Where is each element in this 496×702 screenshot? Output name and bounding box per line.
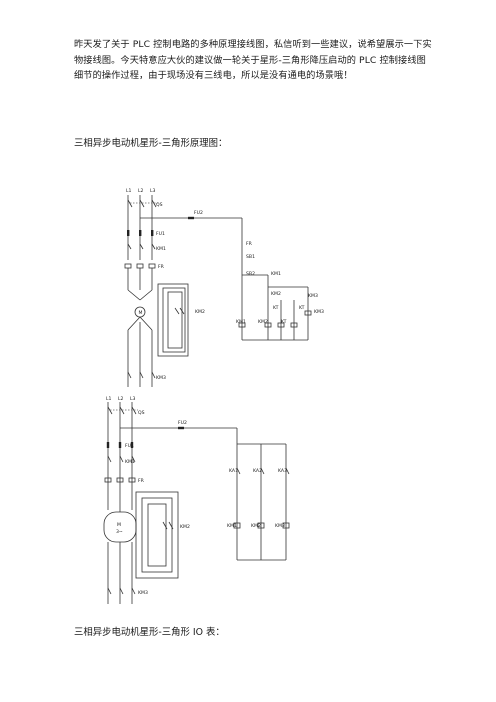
wiring-diagram-1: L1 L2 L3 QS FU1 KM1 FR M [124, 188, 324, 387]
d2-motor: M 3~ [103, 511, 137, 604]
d1-label-km3-aux: KM3 [308, 293, 318, 299]
d1-label-km2: KM2 [195, 309, 205, 315]
d1-motor-label: M [139, 310, 143, 316]
d2-delta-loops [135, 491, 179, 579]
d1-label-km1-aux: KM1 [271, 271, 281, 277]
d1-label-kt: KT [273, 305, 279, 311]
d1-power-lines [124, 195, 158, 301]
d1-label-km3: KM3 [156, 375, 166, 381]
d1-label-km2-aux: KM2 [271, 291, 281, 297]
d1-phase-l3: L3 [150, 188, 156, 194]
d2-label-km3: KM3 [138, 590, 148, 596]
d2-power-lines [104, 402, 138, 512]
d2-label-km2: KM2 [180, 524, 190, 530]
d2-coil-km2: KM2 [251, 523, 261, 529]
schematic-heading: 三相异步电动机星形-三角形原理图： [74, 138, 228, 149]
d2-label-ka3: KA3 [278, 468, 287, 474]
d1-label-fu1: FU1 [156, 231, 165, 237]
d1-label-fr-ctrl: FR [246, 241, 253, 247]
d2-phase-l3: L3 [130, 396, 136, 402]
d2-label-ka2: KA2 [253, 468, 262, 474]
d1-coil-km1: KM1 [236, 319, 246, 325]
d1-label-kt2: KT [299, 305, 305, 311]
wiring-diagram-2: L1 L2 L3 QS FU1 KM1 FR M 3~ KM3 [103, 396, 290, 604]
d1-control-circuit [140, 216, 312, 341]
d1-coil-km3: KM3 [314, 309, 324, 315]
d2-coil-km3: KM3 [275, 523, 285, 529]
d1-phase-l1: L1 [126, 188, 132, 194]
d1-coil-kt: KT [281, 319, 287, 325]
d1-motor: M [127, 306, 156, 387]
d2-label-ka1: KA1 [229, 468, 238, 474]
d2-phase-l2: L2 [118, 396, 124, 402]
d2-label-qs: QS [138, 410, 145, 416]
d2-motor-sub: 3~ [116, 529, 123, 535]
d1-label-fu2: FU2 [194, 210, 203, 216]
d1-label-km1: KM1 [156, 246, 166, 252]
d2-label-fu1: FU1 [125, 443, 134, 449]
d1-coil-km2: KM2 [258, 319, 268, 325]
d2-label-km1: KM1 [125, 459, 135, 465]
d1-phase-l2: L2 [138, 188, 144, 194]
d1-label-sb1: SB1 [246, 254, 255, 260]
d2-control-circuit [120, 426, 290, 561]
d1-label-qs: QS [156, 202, 163, 208]
d2-phase-l1: L1 [106, 396, 112, 402]
d1-label-sb2: SB2 [246, 271, 255, 277]
d2-coil-km1: KM1 [227, 523, 237, 529]
d2-motor-label: M [117, 522, 121, 528]
io-table-heading: 三相异步电动机星形-三角形 IO 表： [74, 627, 225, 638]
d1-delta-loops [157, 283, 189, 357]
d1-label-fr: FR [158, 264, 165, 270]
d2-label-fu2: FU2 [178, 420, 187, 426]
d2-label-fr: FR [138, 478, 145, 484]
intro-paragraph: 昨天发了关于 PLC 控制电路的多种原理接线图，私信听到一些建议，说希望展示一下… [74, 39, 432, 81]
